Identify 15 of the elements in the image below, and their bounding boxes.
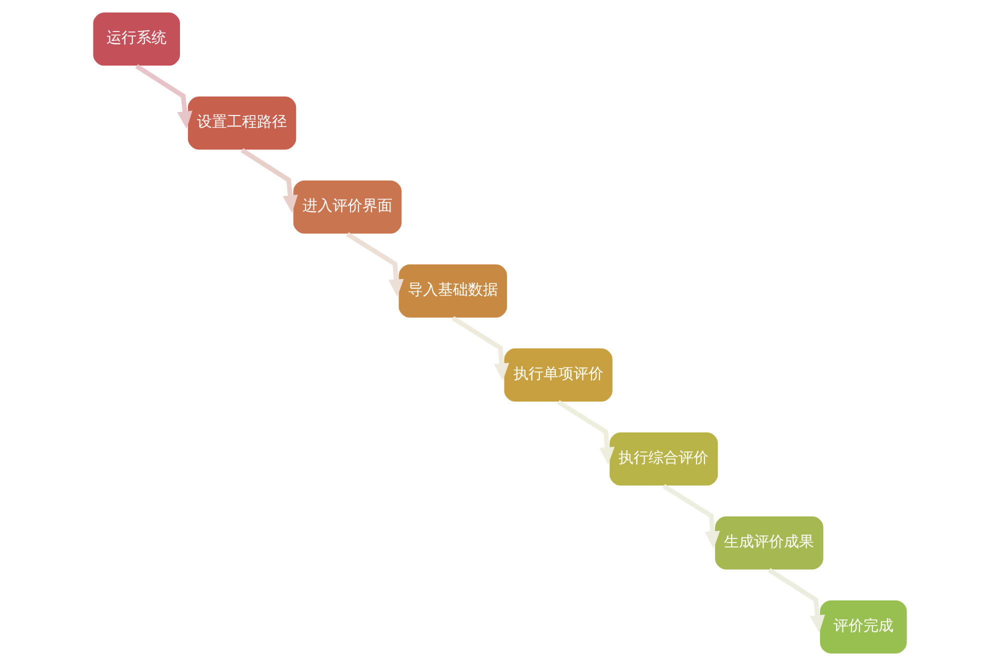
arrow xyxy=(452,316,510,381)
arrow xyxy=(240,148,298,213)
node-box: 执行单项评价 xyxy=(503,347,614,403)
node-box: 进入评价界面 xyxy=(292,180,402,235)
arrow xyxy=(662,484,720,549)
arrow xyxy=(346,232,404,297)
arrow xyxy=(135,64,192,129)
node-box: 生成评价成果 xyxy=(714,515,824,570)
arrow xyxy=(557,400,615,465)
node-box: 评价完成 xyxy=(819,599,908,654)
node-box: 导入基础数据 xyxy=(398,263,508,319)
arrow xyxy=(768,568,826,633)
node-box: 设置工程路径 xyxy=(186,96,298,151)
node-box: 执行综合评价 xyxy=(608,431,719,486)
node-box: 运行系统 xyxy=(92,12,181,67)
